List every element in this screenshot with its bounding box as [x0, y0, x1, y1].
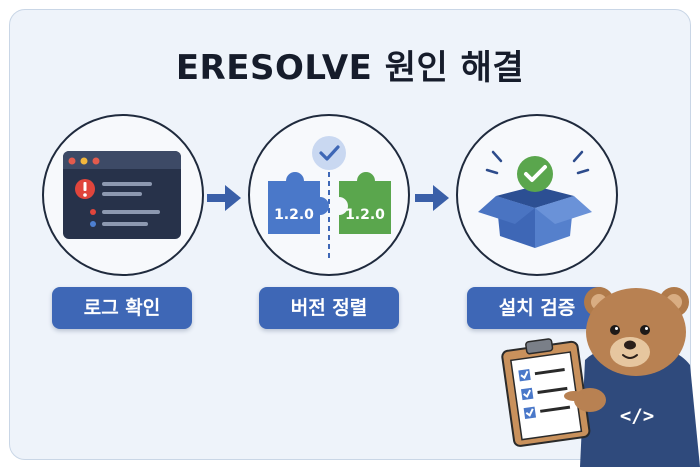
diagram-title: ERESOLVE 원인 해결 — [175, 48, 525, 88]
step-2-label: 버전 정렬 — [259, 287, 399, 329]
arrow-right-icon — [207, 185, 241, 211]
version-right-label: 1.2.0 — [345, 207, 385, 223]
version-left-label: 1.2.0 — [274, 207, 314, 223]
step-3-label: 설치 검증 — [467, 287, 607, 329]
step-1-label: 로그 확인 — [52, 287, 192, 329]
arrow-right-icon — [415, 185, 449, 211]
hoodie-code-mark: </> — [619, 405, 655, 427]
checklist-clipboard-icon — [501, 338, 591, 447]
